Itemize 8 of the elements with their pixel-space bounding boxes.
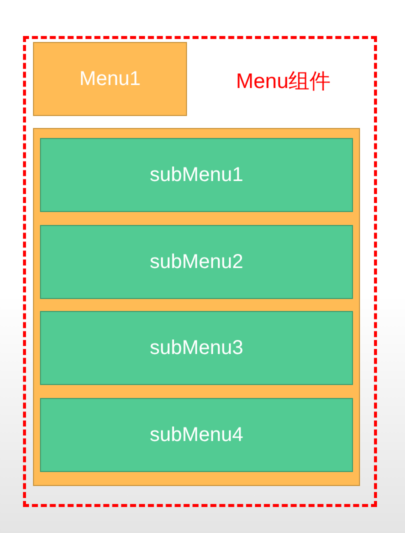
component-frame bbox=[23, 36, 377, 507]
menu-box: Menu1 bbox=[33, 42, 187, 116]
component-title: Menu组件 bbox=[236, 69, 331, 95]
submenu-panel bbox=[33, 128, 360, 486]
submenu-box: subMenu4 bbox=[40, 398, 353, 472]
submenu-box: subMenu2 bbox=[40, 225, 353, 299]
submenu-box: subMenu3 bbox=[40, 311, 353, 385]
submenu-box: subMenu1 bbox=[40, 138, 353, 212]
